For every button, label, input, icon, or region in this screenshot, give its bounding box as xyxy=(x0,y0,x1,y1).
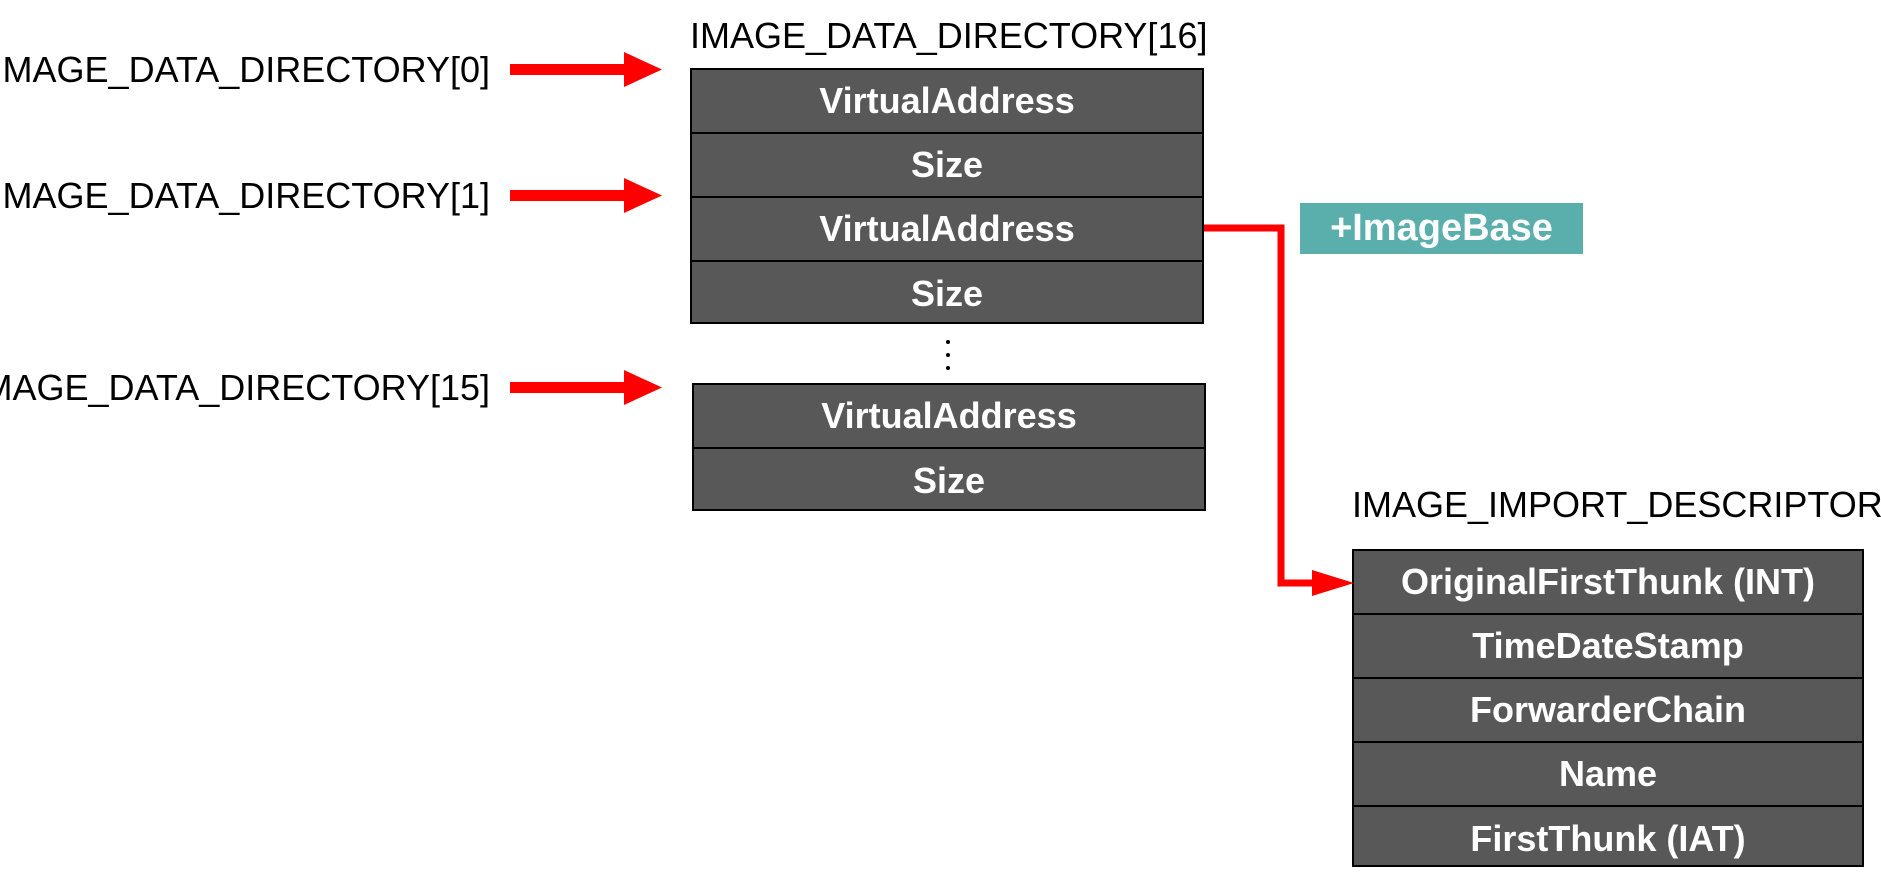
virtual-address-cell: VirtualAddress xyxy=(694,385,1204,449)
arrow-entry-1-icon xyxy=(510,178,662,213)
size-cell: Size xyxy=(912,460,986,501)
data-directory-block-bottom: VirtualAddress Size xyxy=(692,383,1206,511)
original-first-thunk-cell: OriginalFirstThunk (INT) xyxy=(1354,551,1862,615)
vertical-ellipsis-icon xyxy=(940,340,956,370)
time-date-stamp-cell: TimeDateStamp xyxy=(1354,615,1862,679)
import-link-arrow-icon xyxy=(1204,224,1354,596)
data-directory-title: IMAGE_DATA_DIRECTORY[16] xyxy=(690,15,1208,56)
forwarder-chain-cell: ForwarderChain xyxy=(1354,679,1862,743)
first-thunk-cell: FirstThunk (IAT) xyxy=(1470,818,1746,859)
virtual-address-cell: VirtualAddress xyxy=(692,198,1202,262)
entry-label-1: IMAGE_DATA_DIRECTORY[1] xyxy=(0,175,490,216)
virtual-address-cell: VirtualAddress xyxy=(692,70,1202,134)
arrow-entry-0-icon xyxy=(510,52,662,87)
size-cell: Size xyxy=(910,273,984,314)
data-directory-block-top: VirtualAddress Size VirtualAddress Size xyxy=(690,68,1204,324)
import-descriptor-block: OriginalFirstThunk (INT) TimeDateStamp F… xyxy=(1352,549,1864,867)
import-descriptor-title: IMAGE_IMPORT_DESCRIPTOR xyxy=(1352,484,1881,525)
size-cell: Size xyxy=(692,134,1202,198)
image-base-badge: +ImageBase xyxy=(1300,203,1583,254)
name-cell: Name xyxy=(1354,743,1862,807)
entry-label-15: IMAGE_DATA_DIRECTORY[15] xyxy=(0,367,490,408)
entry-label-0: IMAGE_DATA_DIRECTORY[0] xyxy=(0,49,490,90)
arrow-entry-15-icon xyxy=(510,370,662,405)
